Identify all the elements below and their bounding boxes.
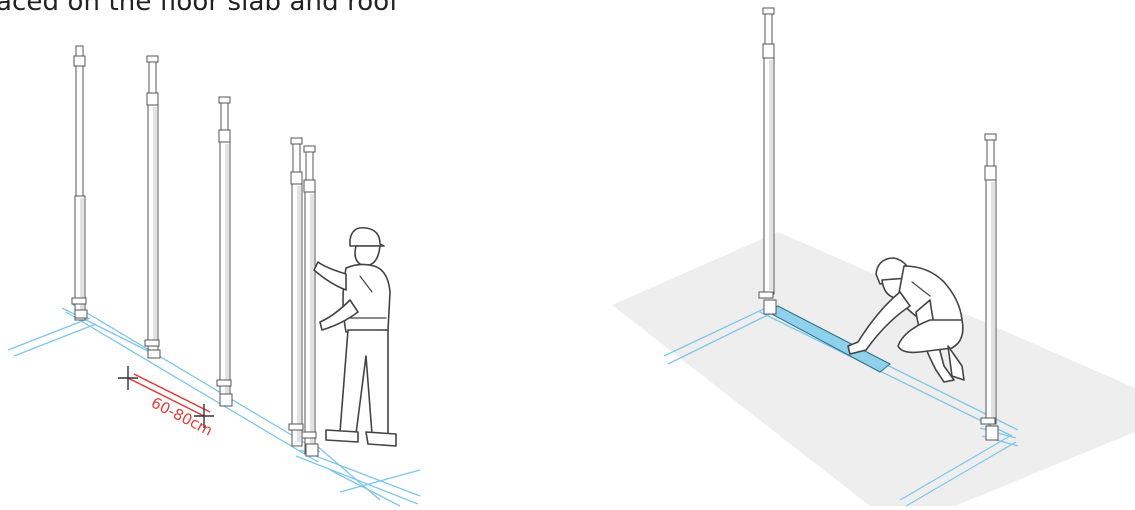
prop-3 — [217, 97, 232, 406]
worker-standing-icon — [314, 228, 396, 446]
prop-5 — [302, 146, 318, 456]
dimension-marker: 60-80cm — [118, 366, 216, 440]
left-illustration: 60-80cm — [8, 46, 420, 506]
right-illustration — [612, 8, 1135, 506]
prop-4 — [289, 138, 303, 446]
prop-2 — [145, 56, 160, 358]
prop-1 — [72, 46, 87, 320]
